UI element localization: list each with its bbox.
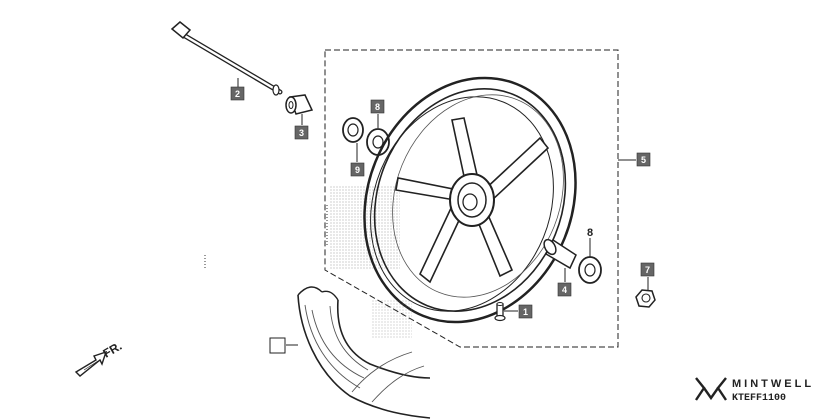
callout-1: 1 bbox=[518, 304, 533, 319]
axle-shaft bbox=[170, 21, 283, 96]
cast-wheel bbox=[330, 76, 577, 324]
diagram-code: KTEFF1100 bbox=[732, 393, 787, 404]
svg-text:9: 9 bbox=[355, 165, 360, 175]
svg-text:3: 3 bbox=[299, 128, 304, 138]
distance-collar bbox=[543, 238, 577, 270]
brand-logo-icon bbox=[695, 377, 727, 401]
label-8-plain: 8 bbox=[587, 227, 593, 239]
svg-text:1: 1 bbox=[523, 307, 528, 317]
callout-5: 5 bbox=[636, 152, 651, 167]
svg-text:5: 5 bbox=[641, 155, 646, 165]
svg-text:2: 2 bbox=[235, 89, 240, 99]
brand-watermark: MINTWELL KTEFF1100 bbox=[694, 372, 824, 412]
bearing-left bbox=[366, 128, 390, 156]
dust-seal bbox=[342, 117, 364, 143]
callout-9: 9 bbox=[350, 162, 365, 177]
bearing-right bbox=[578, 256, 602, 284]
callout-4: 4 bbox=[557, 282, 572, 297]
callout-7: 7 bbox=[640, 262, 655, 277]
svg-text:7: 7 bbox=[645, 265, 650, 275]
callout-2: 2 bbox=[230, 86, 245, 101]
callout-8: 8 bbox=[370, 99, 385, 114]
tire-valve bbox=[494, 302, 506, 322]
spacer-collar bbox=[285, 94, 314, 115]
brand-name: MINTWELL bbox=[732, 378, 815, 390]
front-direction-arrow-icon bbox=[74, 350, 108, 377]
assembly-frame bbox=[324, 49, 619, 348]
tire-section bbox=[297, 286, 431, 419]
svg-text:8: 8 bbox=[375, 102, 380, 112]
callout-3: 3 bbox=[294, 125, 309, 140]
axle-nut bbox=[635, 289, 656, 308]
callout-tire-empty bbox=[269, 337, 286, 354]
svg-text:4: 4 bbox=[562, 285, 567, 295]
